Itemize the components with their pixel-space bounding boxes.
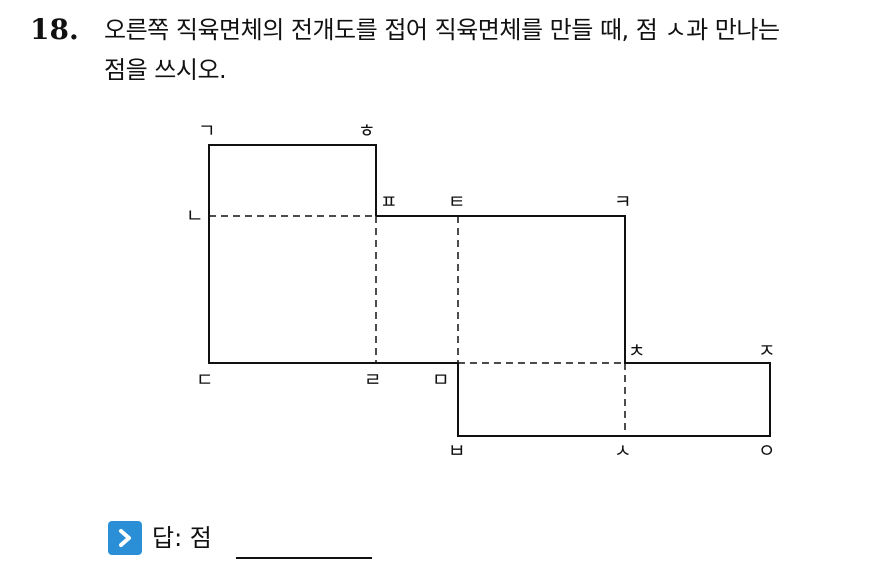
label-d: ㄷ [196,369,213,391]
question-text: 오른쪽 직육면체의 전개도를 접어 직육면체를 만들 때, 점 ㅅ과 만나는 점… [104,10,864,90]
label-k: ㅋ [614,191,631,213]
label-b: ㅂ [448,440,465,462]
label-h: ㅎ [358,120,375,142]
label-p: ㅍ [380,191,397,213]
label-n: ㄴ [186,205,203,227]
label-m: ㅁ [432,369,449,391]
label-ch: ㅊ [628,340,645,362]
answer-area: 답: 점 [108,520,212,556]
label-s: ㅅ [614,440,631,462]
label-j: ㅈ [758,340,775,362]
question-line-2: 점을 쓰시오. [104,56,227,84]
net-outline-right [376,215,771,437]
label-r: ㄹ [364,369,381,391]
label-o: ㅇ [758,440,775,462]
answer-input-line[interactable] [236,557,372,559]
net-outline-left [208,144,377,364]
chevron-right-icon [108,521,142,555]
label-t: ㅌ [448,191,465,213]
label-g: ㄱ [198,120,215,142]
net-fold-lines [209,215,626,436]
question-line-1: 오른쪽 직육면체의 전개도를 접어 직육면체를 만들 때, 점 ㅅ과 만나는 [104,16,780,44]
answer-label: 답: 점 [152,524,212,552]
net-solid-edges [208,144,771,437]
question-number: 18. [30,13,79,46]
